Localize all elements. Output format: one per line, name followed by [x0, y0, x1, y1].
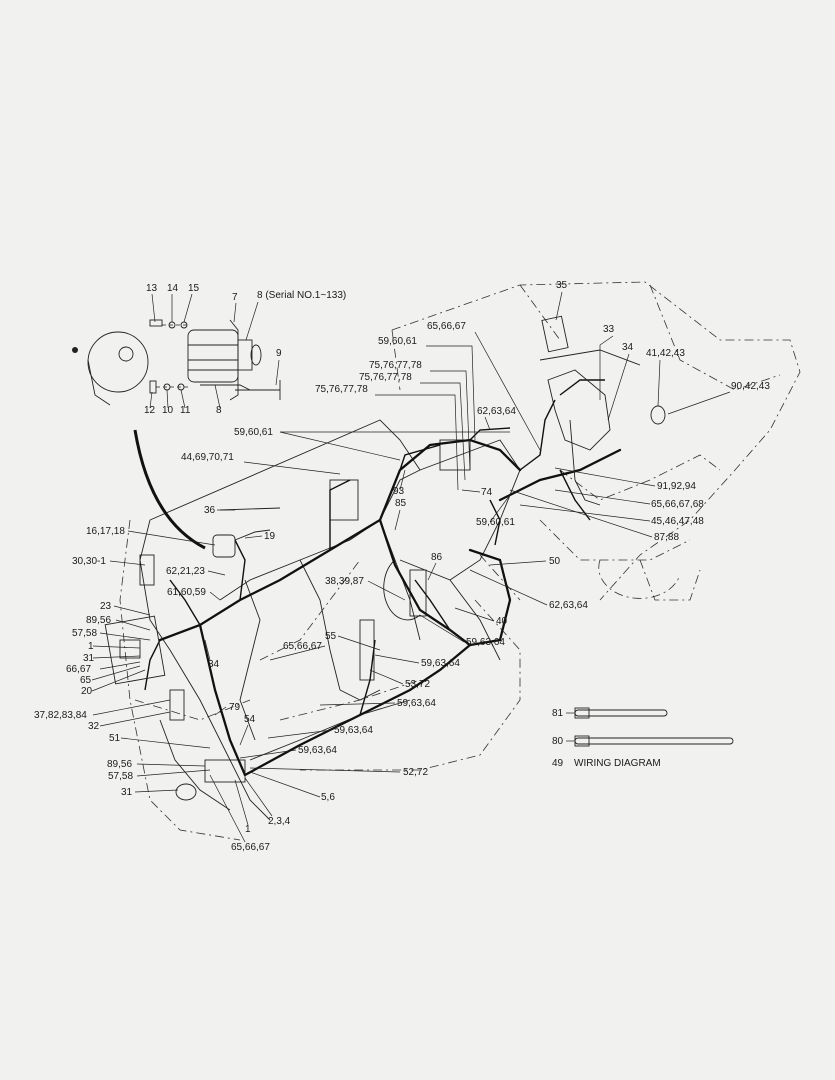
part-label-l596061a: 59,60,61: [378, 336, 417, 347]
part-label-l596364a: 59,63,64: [466, 637, 505, 648]
part-label-l51: 51: [109, 733, 121, 744]
part-label-l32: 32: [88, 721, 100, 732]
part-label-l596061c: 59,60,61: [476, 517, 515, 528]
part-label-l8788: 87,88: [654, 532, 679, 543]
part-label-l34a: 34: [622, 342, 634, 353]
part-label-l45: 45,46,47,48: [651, 516, 704, 527]
part-label-l10: 10: [162, 405, 174, 416]
part-label-l20: 20: [81, 686, 93, 697]
part-label-l44: 44,69,70,71: [181, 452, 234, 463]
part-label-l11: 11: [180, 405, 191, 416]
leader-lines: [91, 291, 731, 843]
part-label-l596364e: 59,63,64: [298, 745, 337, 756]
part-label-l75c: 75,76,77,78: [315, 384, 368, 395]
part-label-l31b: 31: [121, 787, 133, 798]
part-label-l5272: 52,72: [403, 767, 428, 778]
part-label-l85: 85: [395, 498, 407, 509]
part-label-l81: 81: [552, 708, 564, 719]
part-label-l596364d: 59,63,64: [334, 725, 373, 736]
part-label-l93: 93: [393, 486, 405, 497]
part-label-l161718: 16,17,18: [86, 526, 125, 537]
part-label-l35: 35: [556, 280, 568, 291]
part-label-l656667c: 65,66,67: [231, 842, 270, 853]
part-label-l596364c: 59,63,64: [397, 698, 436, 709]
part-label-l7: 7: [232, 292, 238, 303]
part-label-l1a: 1: [88, 641, 94, 652]
part-label-l5372: 53,72: [405, 679, 430, 690]
part-label-l12: 12: [144, 405, 156, 416]
part-label-l33: 33: [603, 324, 615, 335]
part-label-l40: 40: [496, 616, 508, 627]
part-label-l50: 50: [549, 556, 561, 567]
part-label-l13: 13: [146, 283, 158, 294]
part-label-l31a: 31: [83, 653, 95, 664]
part-label-l54: 54: [244, 714, 256, 725]
part-label-l65666768: 65,66,67,68: [651, 499, 704, 510]
part-label-l8956a: 89,56: [86, 615, 111, 626]
part-label-l414243: 41,42,43: [646, 348, 685, 359]
part-label-l5758a: 57,58: [72, 628, 97, 639]
part-label-l9: 9: [276, 348, 282, 359]
cable-tie-80: [566, 735, 734, 747]
part-label-l8s: 8 (Serial NO.1~133): [257, 290, 346, 301]
part-label-l616059: 61,60,59: [167, 587, 206, 598]
part-label-l75b: 75,76,77,78: [359, 372, 412, 383]
detail-connector-curve: [133, 429, 206, 550]
part-label-l19: 19: [264, 531, 276, 542]
part-label-l56: 5,6: [321, 792, 335, 803]
part-label-l80: 80: [552, 736, 564, 747]
part-label-l234: 2,3,4: [268, 816, 291, 827]
part-label-l36: 36: [204, 505, 216, 516]
part-label-l55: 55: [325, 631, 337, 642]
part-label-l596364b: 59,63,64: [421, 658, 460, 669]
part-label-l65: 65: [80, 675, 92, 686]
machine-ghost-outline: [119, 281, 801, 841]
part-label-l23: 23: [100, 601, 112, 612]
part-label-l626364b: 62,63,64: [549, 600, 588, 611]
part-label-l626364a: 62,63,64: [477, 406, 516, 417]
cable-tie-81: [566, 707, 668, 719]
part-label-l86: 86: [431, 552, 443, 563]
starter-and-brackets: [104, 507, 281, 783]
part-label-l1b: 1: [245, 824, 251, 835]
part-label-l30: 30,30-1: [72, 556, 106, 567]
part-label-l919294: 91,92,94: [657, 481, 696, 492]
part-label-l49: 49: [552, 758, 564, 769]
part-label-l6667: 66,67: [66, 664, 91, 675]
part-label-l34b: 34: [208, 659, 220, 670]
part-label-l14: 14: [167, 283, 179, 294]
part-label-l8956b: 89,56: [107, 759, 132, 770]
alternator-assembly: [72, 319, 281, 550]
part-label-l383987: 38,39,87: [325, 576, 364, 587]
part-label-l622123: 62,21,23: [166, 566, 205, 577]
part-label-l75a: 75,76,77,78: [369, 360, 422, 371]
part-label-l5758b: 57,58: [108, 771, 133, 782]
part-label-l656667a: 65,66,67: [427, 321, 466, 332]
part-label-l15: 15: [188, 283, 200, 294]
part-label-l74: 74: [481, 487, 493, 498]
part-label-l79: 79: [229, 702, 241, 713]
part-label-l8: 8: [216, 405, 222, 416]
part-label-l656667b: 65,66,67: [283, 641, 322, 652]
part-label-l596061b: 59,60,61: [234, 427, 273, 438]
part-label-lwd: WIRING DIAGRAM: [574, 758, 661, 769]
part-label-l904243: 90,42,43: [731, 381, 770, 392]
part-label-l37: 37,82,83,84: [34, 710, 87, 721]
wiring-harness: [144, 379, 622, 777]
